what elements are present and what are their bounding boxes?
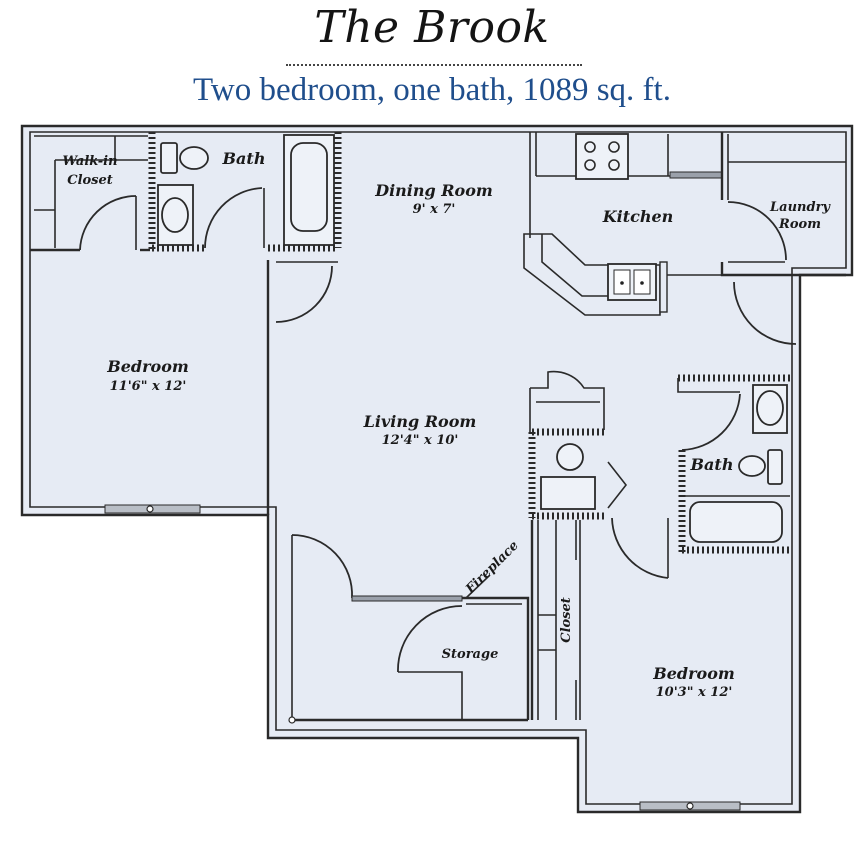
closet-column bbox=[530, 520, 581, 720]
label-dining-dims: 9' x 7' bbox=[413, 202, 456, 217]
bath-right bbox=[677, 374, 792, 554]
laundry-room bbox=[720, 132, 846, 345]
label-laundry-1: Laundry bbox=[769, 200, 831, 215]
window-right-bedroom bbox=[639, 801, 741, 811]
stove-icon bbox=[575, 133, 629, 180]
label-bedroom-left: Bedroom bbox=[106, 357, 189, 376]
label-kitchen: Kitchen bbox=[602, 207, 674, 226]
sink-icon bbox=[160, 142, 178, 174]
plan-title: The Brook bbox=[314, 2, 550, 53]
window-left-bedroom bbox=[104, 504, 201, 514]
hvac-unit-icon bbox=[540, 476, 596, 510]
title-divider bbox=[286, 64, 582, 66]
label-closet: Closet bbox=[559, 597, 574, 643]
label-bedroom-right-dims: 10'3" x 12' bbox=[656, 685, 733, 700]
label-laundry-2: Room bbox=[778, 217, 821, 232]
storage-walls bbox=[288, 534, 530, 724]
walkin-closet bbox=[30, 135, 150, 252]
label-dining-room: Dining Room bbox=[374, 181, 493, 200]
bedroom-left-walls bbox=[266, 260, 338, 515]
bathtub-icon bbox=[689, 501, 783, 543]
label-living-room: Living Room bbox=[363, 412, 477, 431]
label-bedroom-right: Bedroom bbox=[652, 664, 735, 683]
toilet-icon bbox=[179, 146, 209, 170]
plan-subtitle: Two bedroom, one bath, 1089 sq. ft. bbox=[193, 72, 671, 108]
refrigerator-icon bbox=[669, 171, 723, 179]
bath-top bbox=[148, 132, 342, 252]
water-heater-icon bbox=[556, 443, 584, 471]
toilet-icon bbox=[738, 455, 766, 477]
label-bedroom-left-dims: 11'6" x 12' bbox=[110, 379, 187, 394]
label-storage: Storage bbox=[442, 647, 499, 662]
hall-closets bbox=[528, 370, 628, 520]
bedroom-right-door bbox=[611, 517, 669, 579]
kitchen bbox=[523, 132, 723, 316]
label-walkin-closet-1: Walk-in bbox=[62, 154, 117, 169]
label-living-dims: 12'4" x 10' bbox=[382, 433, 459, 448]
label-walkin-closet-2: Closet bbox=[67, 173, 113, 188]
label-bath-top: Bath bbox=[222, 149, 266, 168]
label-bath-right: Bath bbox=[690, 455, 734, 474]
